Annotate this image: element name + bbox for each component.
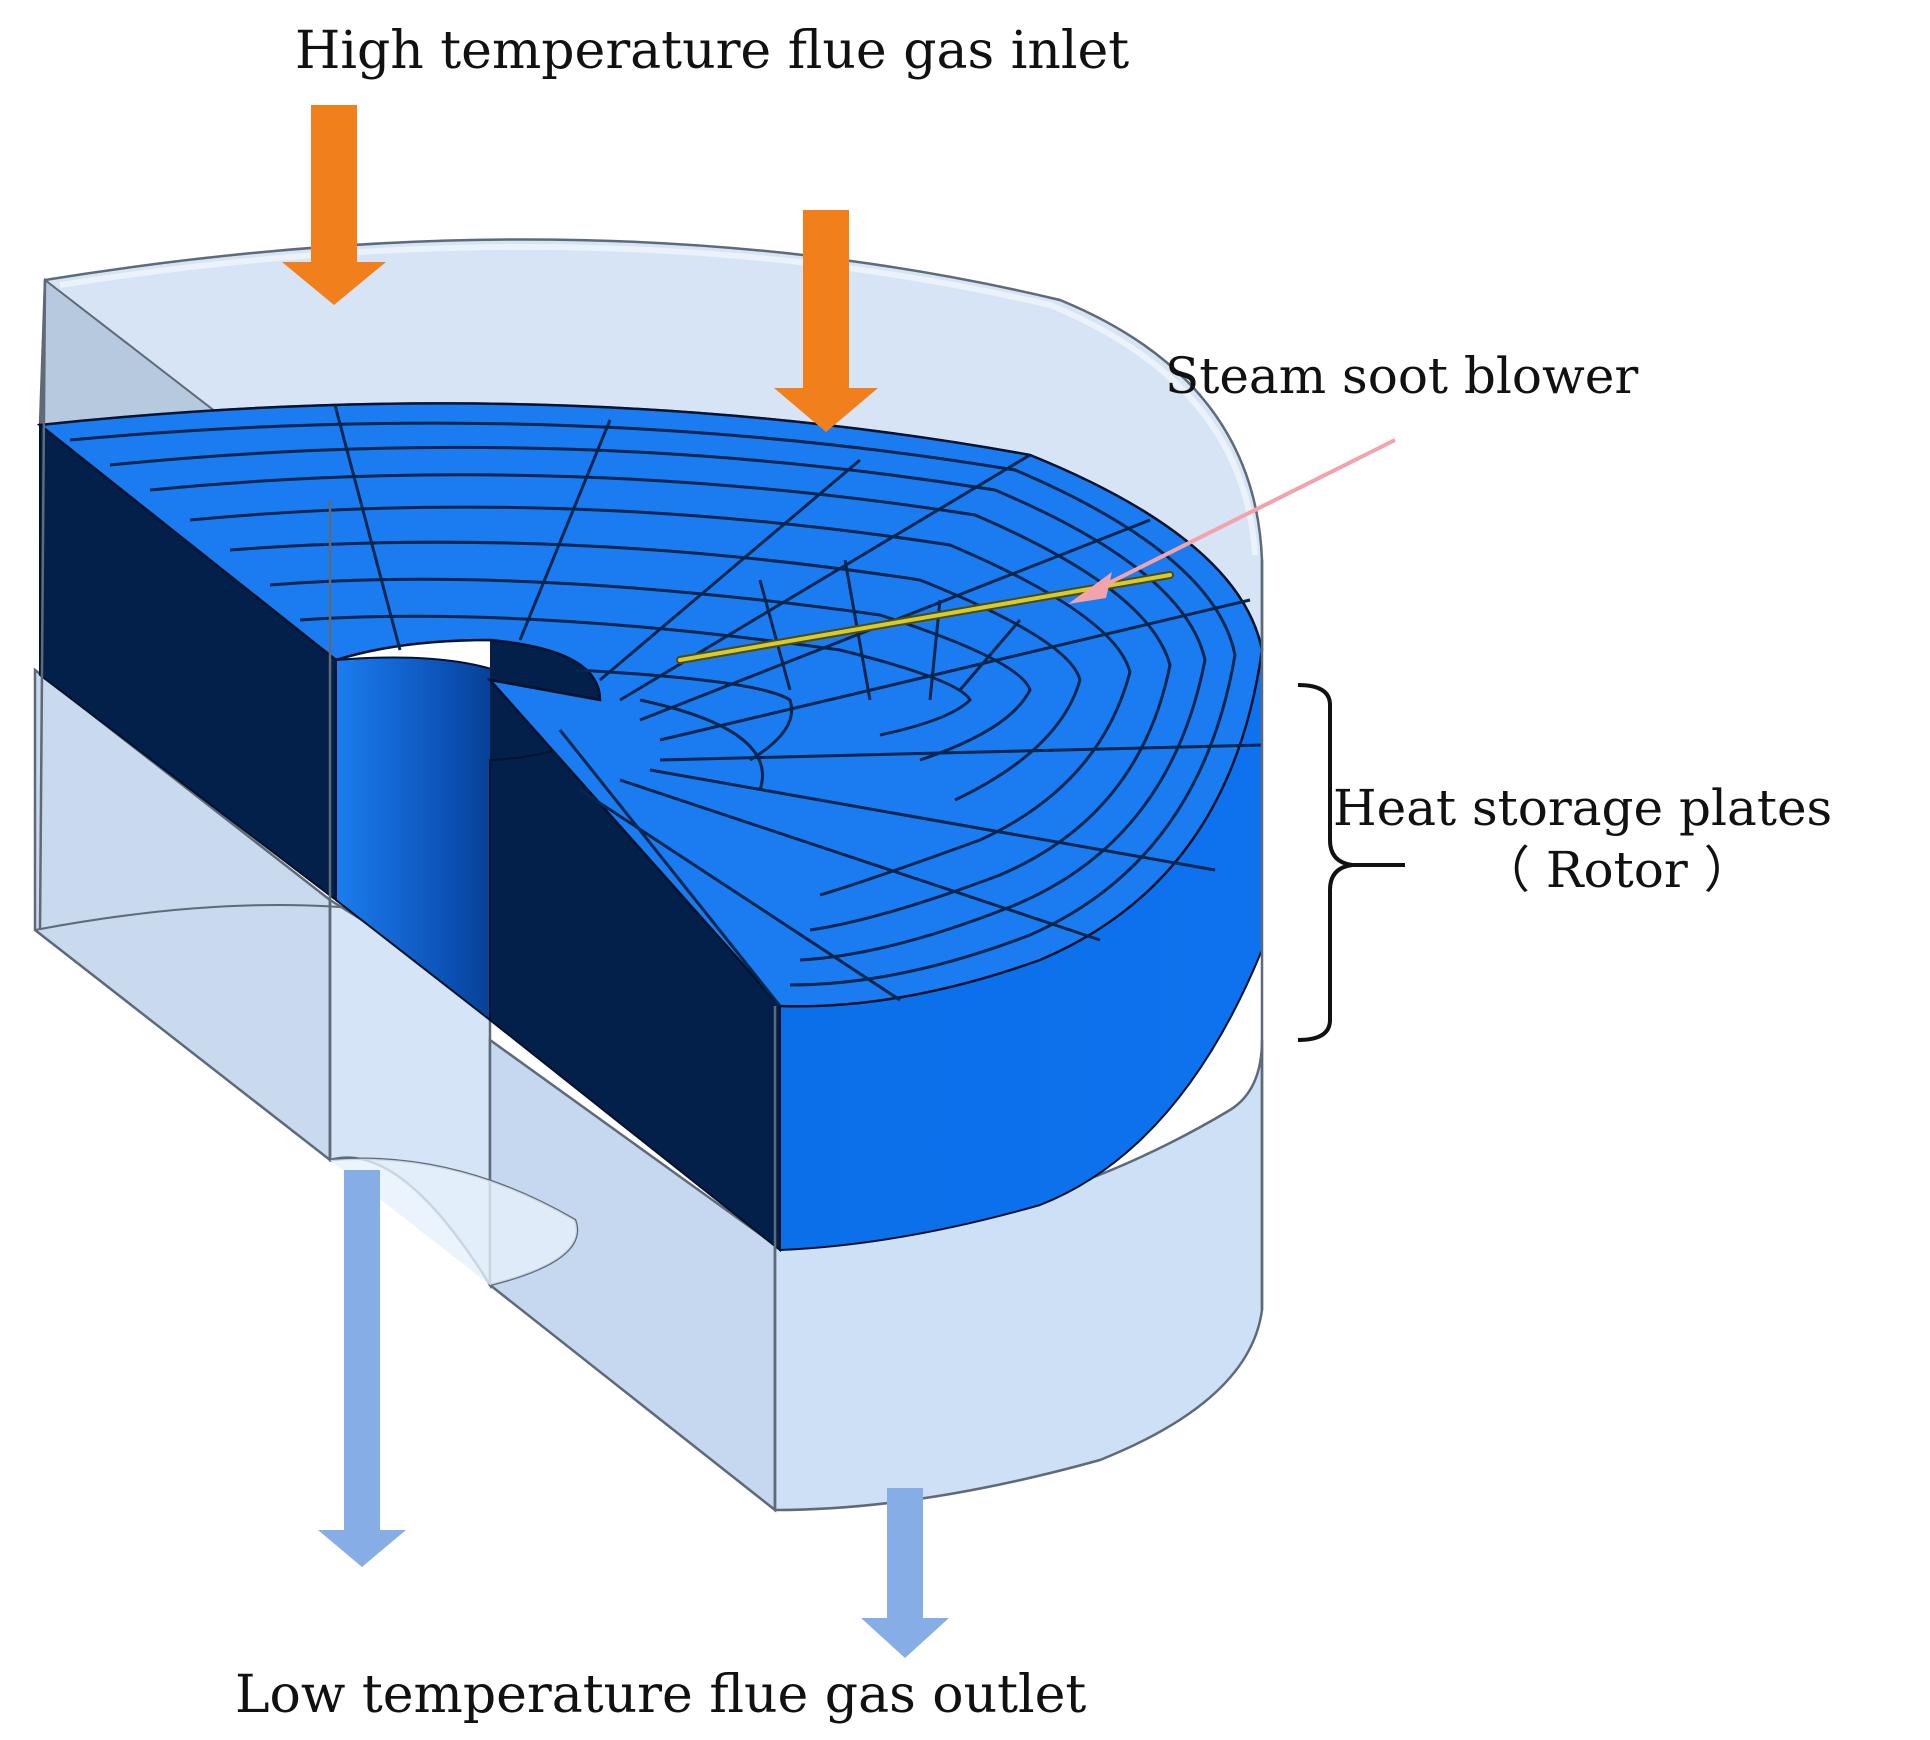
inlet-arrow-left xyxy=(282,105,386,305)
inlet-arrow-right xyxy=(774,210,878,432)
inlet-label: High temperature flue gas inlet xyxy=(295,21,1129,81)
outlet-arrow-left xyxy=(318,1170,406,1567)
rotor-label: （ Rotor ） xyxy=(1480,841,1754,899)
right-brace-icon xyxy=(1297,683,1405,1042)
heat-storage-plates-label: Heat storage plates xyxy=(1333,779,1832,837)
outlet-arrow-right xyxy=(861,1488,949,1658)
pointer-arrow-icon xyxy=(1068,438,1396,604)
soot-blower-label: Steam soot blower xyxy=(1165,347,1638,405)
casing-front-edges xyxy=(38,279,1264,1510)
rotor-top-face xyxy=(36,402,1264,1008)
outlet-label: Low temperature flue gas outlet xyxy=(235,1665,1086,1725)
casing-lower xyxy=(33,667,1264,1513)
